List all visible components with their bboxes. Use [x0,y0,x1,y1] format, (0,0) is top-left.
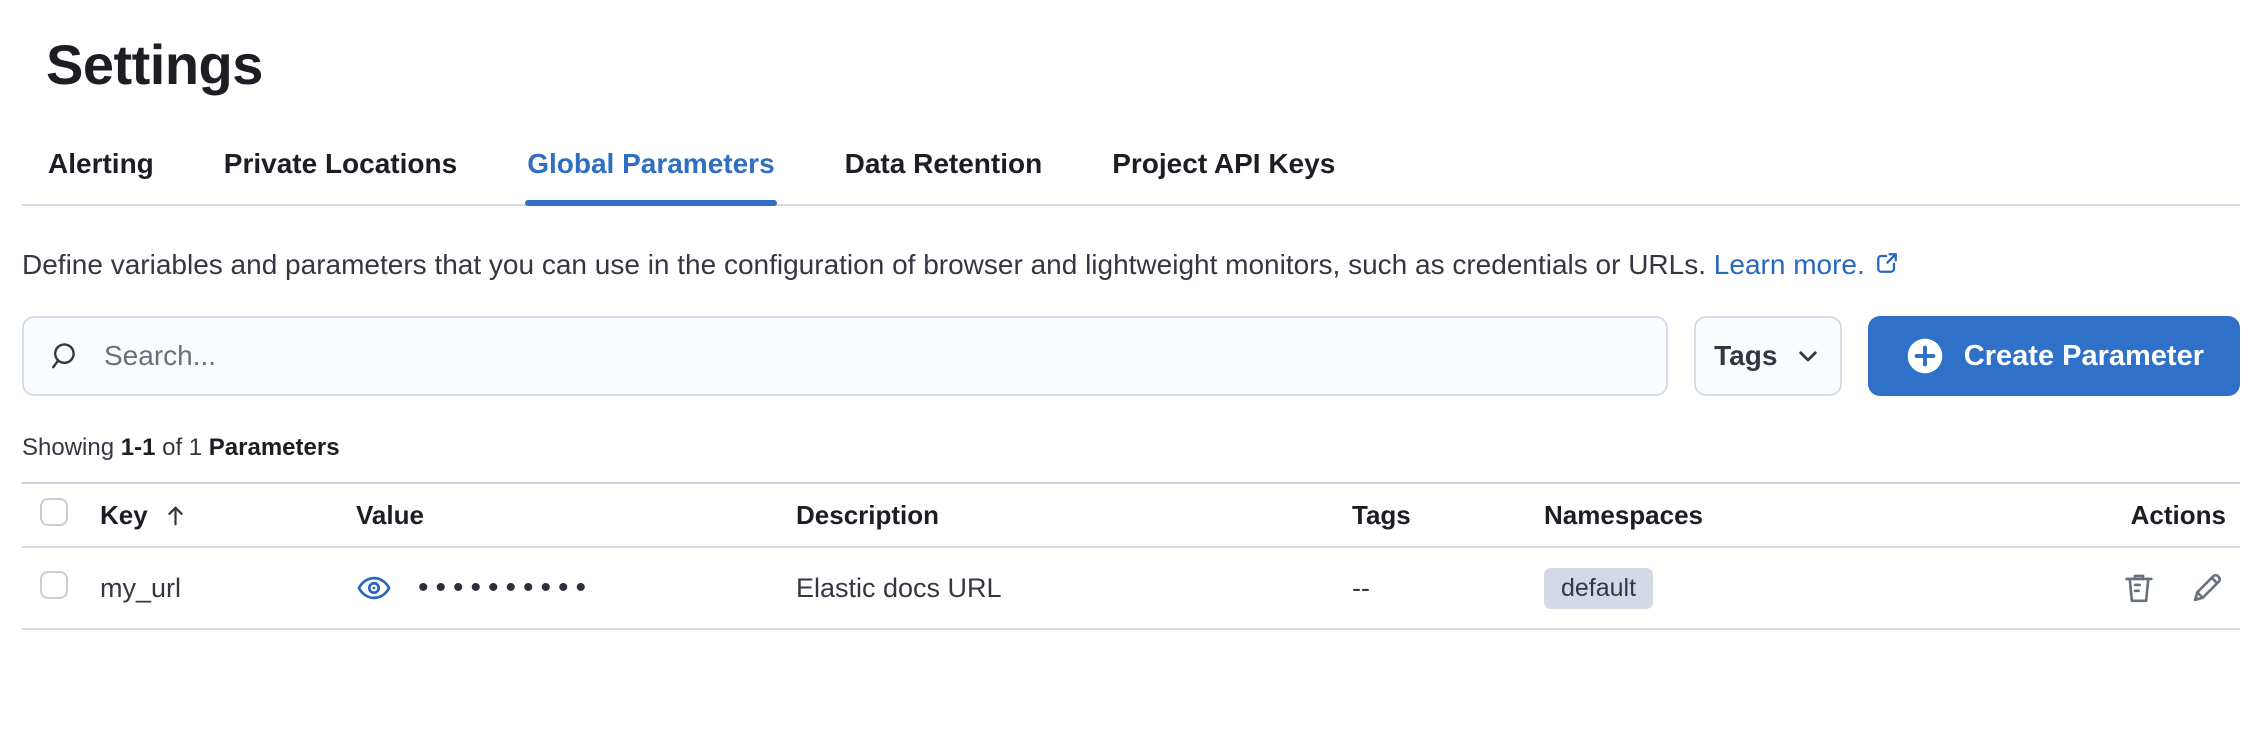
plus-in-circle-icon [1907,338,1943,374]
param-namespaces-cell: default [1534,567,2070,609]
external-link-icon [1876,253,1897,273]
learn-more-link[interactable]: Learn more. [1714,249,1901,280]
tab-alerting[interactable]: Alerting [48,148,154,179]
tab-private-locations[interactable]: Private Locations [223,148,458,179]
table-header-row: Key Value Description Tags Namespaces Ac… [22,484,2240,548]
reveal-value-button[interactable] [356,570,392,606]
row-actions-cell [2070,569,2240,607]
tags-filter-button[interactable]: Tags [1693,316,1842,396]
chevron-down-icon [1799,351,1818,362]
column-header-key[interactable]: Key [90,500,346,531]
column-header-value: Value [356,499,424,530]
pencil-icon [2193,573,2222,602]
header-checkbox-cell [22,497,90,533]
page-description: Define variables and parameters that you… [22,240,2152,290]
column-header-actions: Actions [2130,499,2226,530]
tab-project-api-keys[interactable]: Project API Keys [1112,148,1336,179]
description-text: Define variables and parameters that you… [22,249,1707,280]
column-header-tags: Tags [1352,499,1411,530]
search-input[interactable] [104,340,1640,372]
row-checkbox[interactable] [40,570,68,599]
delete-parameter-button[interactable] [2120,569,2158,607]
param-value-cell: •••••••••• [346,570,786,606]
sort-arrow-up-icon [168,506,183,525]
table-row: my_url •••••••••• Elastic docs URL -- de… [22,548,2240,630]
edit-parameter-button[interactable] [2188,569,2226,607]
settings-tabs: Alerting Private Locations Global Parame… [46,126,2240,206]
page-title: Settings [46,33,263,96]
column-header-namespaces: Namespaces [1544,499,1703,530]
tab-data-retention[interactable]: Data Retention [844,148,1043,179]
search-input-wrapper [22,316,1668,396]
tab-global-parameters[interactable]: Global Parameters [525,126,778,206]
parameters-table: Key Value Description Tags Namespaces Ac… [22,482,2240,630]
parameters-toolbar: Tags Create Parameter [22,316,2240,396]
eye-icon [357,576,391,600]
masked-value: •••••••••• [418,571,594,604]
search-icon [52,343,75,369]
row-checkbox-cell [22,570,90,606]
results-entity: Parameters [208,434,340,461]
results-summary: Showing 1-1 of 1 Parameters [22,434,340,461]
namespace-badge: default [1544,567,1654,609]
select-all-checkbox[interactable] [40,497,68,526]
param-key: my_url [100,572,182,603]
settings-page: Settings Alerting Private Locations Glob… [22,33,2240,630]
param-tags: -- [1352,572,1370,603]
create-parameter-button[interactable]: Create Parameter [1867,316,2240,396]
param-description: Elastic docs URL [796,572,1002,603]
tabs-bar: Alerting Private Locations Global Parame… [22,126,2240,206]
trash-icon [2125,574,2153,603]
results-range: 1-1 [120,434,156,461]
column-header-description: Description [796,499,940,530]
